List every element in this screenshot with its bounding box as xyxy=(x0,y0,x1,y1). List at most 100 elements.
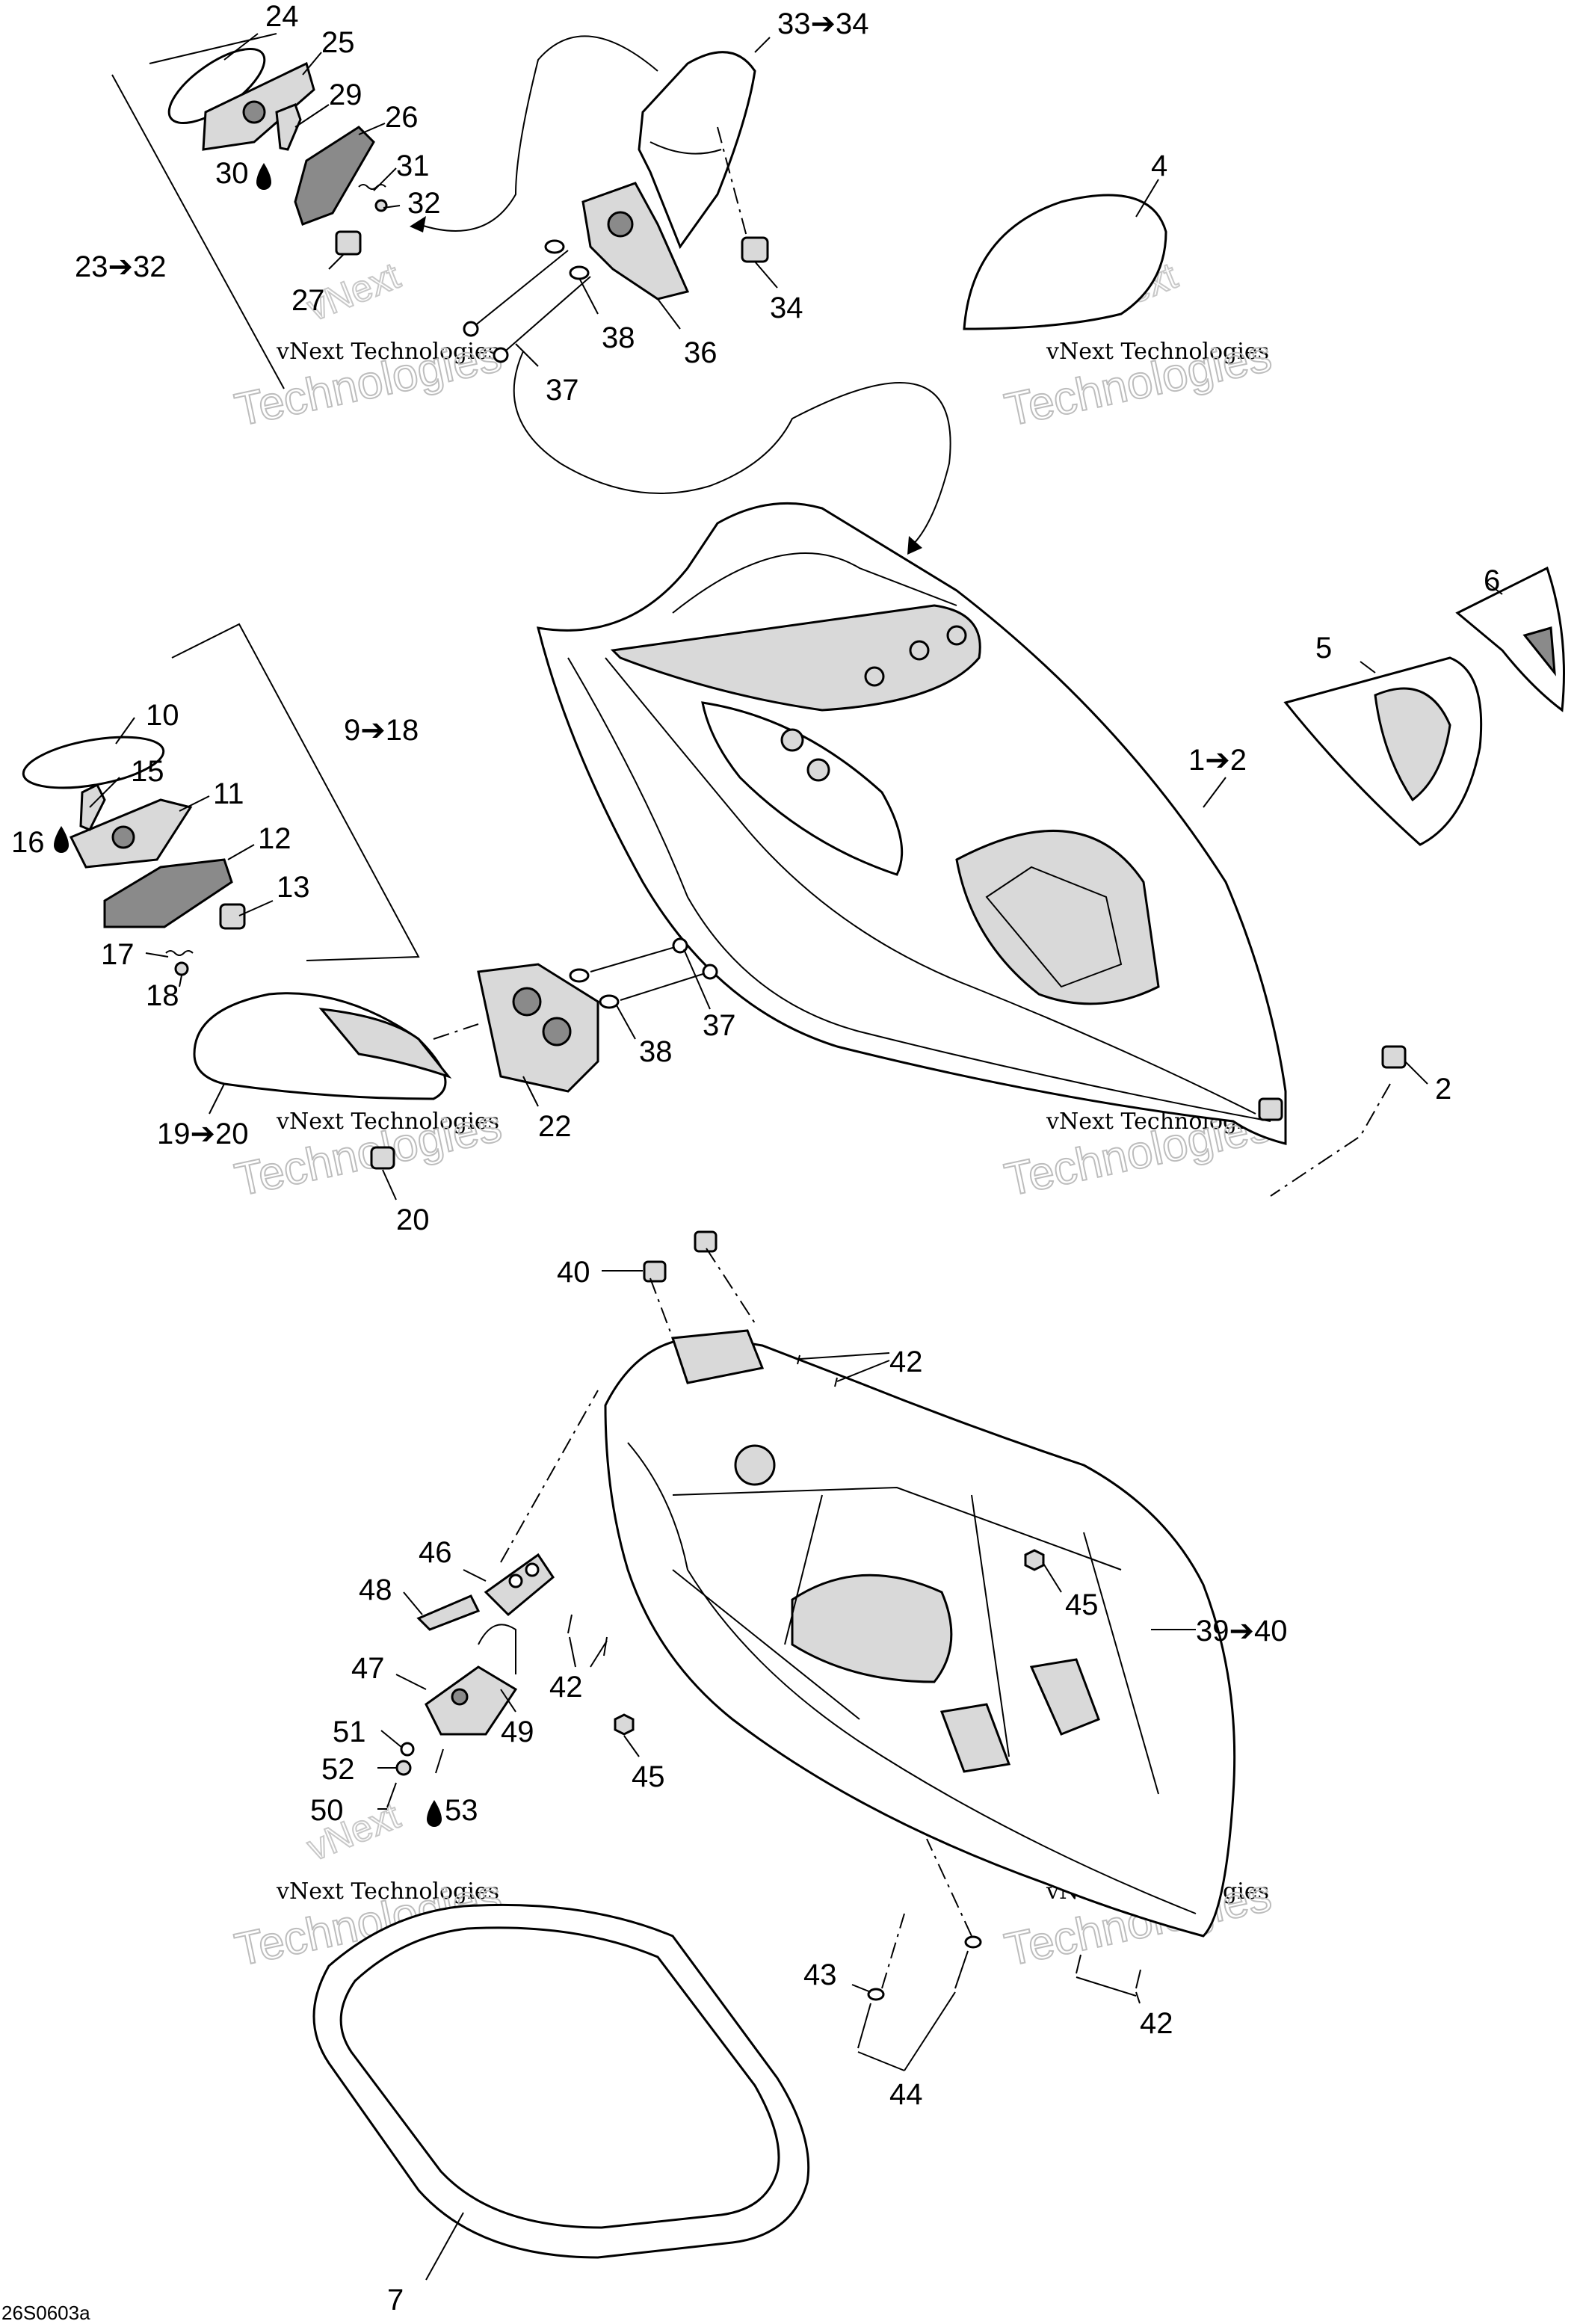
mirror-base-hole xyxy=(542,1017,572,1047)
callout-36: 36 xyxy=(684,336,718,369)
washer-part-38 xyxy=(569,265,590,280)
callout-43: 43 xyxy=(803,1958,837,1991)
nut-part-2 xyxy=(1381,1045,1407,1069)
upper-deck-part-1 xyxy=(536,502,1287,1145)
mirror-base-part-36 xyxy=(581,182,690,300)
nut-part-20 xyxy=(370,1146,395,1170)
callout-17: 17 xyxy=(101,938,135,971)
alignment-line xyxy=(649,1248,756,1339)
mirror-subassembly-left-lower xyxy=(22,623,420,976)
callout-15: 15 xyxy=(131,755,164,788)
mirror-assembly-upper xyxy=(410,35,769,363)
mirror-base-hole xyxy=(512,987,542,1017)
callout-29: 29 xyxy=(329,78,362,111)
callout-19-20: 19➔20 xyxy=(157,1118,249,1150)
nut-part-45 xyxy=(1024,1549,1045,1571)
callout-40: 40 xyxy=(557,1256,590,1289)
nut-part-34 xyxy=(741,236,769,263)
rivet xyxy=(1135,1969,1141,1989)
callout-27: 27 xyxy=(291,284,325,317)
bolt-head xyxy=(702,964,718,980)
mirror-assembly-lower xyxy=(193,937,718,1170)
callout-31: 31 xyxy=(396,150,430,182)
bracket-line xyxy=(171,623,420,961)
alignment-line xyxy=(500,1390,599,1563)
callout-24: 24 xyxy=(265,0,299,33)
callout-6: 6 xyxy=(1484,564,1500,597)
side-panel-recess xyxy=(1374,687,1451,802)
frame-handle xyxy=(1029,1658,1100,1736)
side-panel-part-5 xyxy=(1283,656,1483,846)
callout-42: 42 xyxy=(549,1671,583,1704)
alignment-line xyxy=(1270,1083,1391,1197)
deck-frame-part-39 xyxy=(604,1329,1236,1938)
frame-handle xyxy=(939,1703,1011,1773)
washer-part-51 xyxy=(400,1742,415,1757)
windshield-edge xyxy=(672,552,957,614)
callout-13: 13 xyxy=(277,871,310,904)
thread-locker-drop-icon xyxy=(256,163,271,190)
opening-detail xyxy=(985,866,1123,988)
watermark-text: vNext Technologies xyxy=(276,1109,499,1135)
latch-base-part-47 xyxy=(425,1665,518,1736)
latch-assembly xyxy=(386,1390,599,1827)
bolt-head xyxy=(672,937,688,954)
screw-part-50 xyxy=(386,1782,397,1808)
screw-part xyxy=(435,1748,444,1774)
washer-part-43 xyxy=(867,1988,885,2001)
callout-46: 46 xyxy=(419,1536,452,1569)
nut-part-13 xyxy=(219,903,246,930)
rivet xyxy=(797,1354,800,1365)
latch-spring-part-49 xyxy=(478,1624,516,1674)
callout-39-40: 39➔40 xyxy=(1196,1615,1288,1648)
callout-labels: 24 25 29 26 30 31 32 27 23➔32 33➔34 34 3… xyxy=(1,0,1500,2324)
callout-38: 38 xyxy=(639,1035,673,1068)
figure-code: 26S0603a xyxy=(1,2302,90,2324)
rivet xyxy=(834,1377,838,1387)
alignment-line xyxy=(717,126,748,240)
windshield-area xyxy=(610,604,981,712)
screw-part-44 xyxy=(857,2003,871,2049)
nut-part-40 xyxy=(643,1260,667,1283)
spring-part-17 xyxy=(165,950,194,956)
callout-18: 18 xyxy=(146,979,179,1012)
callout-49: 49 xyxy=(501,1716,534,1748)
screw-part-44 xyxy=(954,1950,969,1989)
arrow-head-icon xyxy=(907,536,922,555)
callout-32: 32 xyxy=(407,187,441,220)
bolt-head xyxy=(463,321,479,337)
handlebar-opening xyxy=(955,829,1160,1005)
washer-part-32 xyxy=(374,199,388,212)
washer-part-43 xyxy=(964,1935,982,1949)
callout-50: 50 xyxy=(310,1794,344,1827)
frame-contour xyxy=(627,1442,1197,1914)
callout-42: 42 xyxy=(889,1346,923,1378)
arrow-head-icon xyxy=(410,216,426,232)
callout-22: 22 xyxy=(538,1110,572,1143)
callout-5: 5 xyxy=(1315,632,1332,665)
mirror-bracket-part-12 xyxy=(103,858,233,928)
callout-47: 47 xyxy=(351,1652,385,1685)
frame-bracket xyxy=(670,1329,765,1384)
callout-53: 53 xyxy=(445,1794,478,1827)
nut-part-45 xyxy=(614,1713,635,1736)
frame-rib xyxy=(672,1486,1159,1795)
windshield-fastener xyxy=(946,625,967,646)
windshield-fastener xyxy=(864,666,885,687)
bracket-line xyxy=(149,33,277,64)
washer-part-38 xyxy=(544,239,565,254)
washer-part-18 xyxy=(174,961,189,976)
rivet xyxy=(1076,1954,1081,1974)
mirror-housing-shade xyxy=(318,1008,452,1079)
alignment-line xyxy=(881,1838,972,1989)
leader-lines xyxy=(89,33,1503,2281)
watermark-text: vNext Technologies xyxy=(276,1878,499,1905)
mirror-pivot xyxy=(111,825,135,849)
screw-part-29 xyxy=(275,103,302,151)
bolt-part-37 xyxy=(470,250,569,330)
callout-38: 38 xyxy=(602,321,635,354)
callout-10: 10 xyxy=(146,699,179,732)
callout-30: 30 xyxy=(215,157,249,190)
watermark-text: vNext Technologies xyxy=(276,339,499,365)
mirror-bracket-part-26 xyxy=(294,126,375,226)
